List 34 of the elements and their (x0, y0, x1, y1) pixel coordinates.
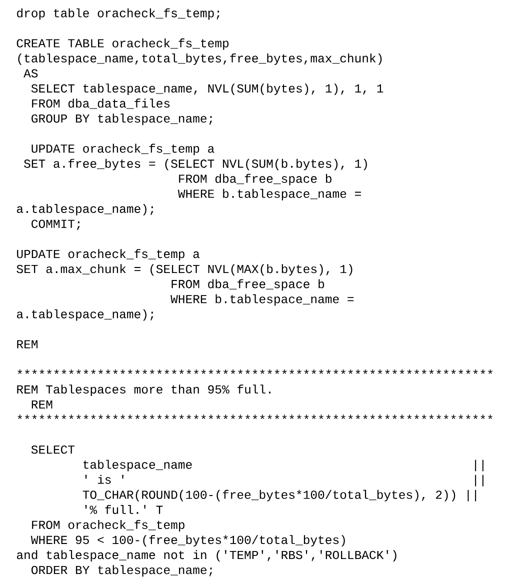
code-line: and tablespace_name not in ('TEMP','RBS','ROLLBACK') (16, 550, 396, 562)
code-line: SET a.free_bytes = (SELECT NVL(SUM(b.bytes), 1) (24, 158, 367, 170)
code-line: || (475, 474, 484, 486)
code-line: drop table oracheck_fs_temp; (17, 8, 220, 20)
code-line: FROM oracheck_fs_temp (32, 520, 184, 532)
code-line: a.tablespace_name); (16, 309, 154, 321)
code-line: WHERE b.tablespace_name = (178, 188, 361, 200)
code-line: FROM dba_free_space b (179, 174, 332, 186)
code-line: SET a.max_chunk = (SELECT NVL(MAX(b.bytes), 1) (16, 264, 352, 276)
code-line: FROM dba_data_files (32, 98, 170, 109)
code-line: UPDATE oracheck_fs_temp a (32, 144, 214, 156)
code-line: '% full.' T (85, 504, 163, 514)
code-line: tablespace_name (83, 460, 192, 472)
code-line: SELECT (31, 445, 75, 454)
code-line: AS (24, 69, 38, 78)
code-line: ORDER BY tablespace_name; (32, 565, 212, 577)
code-line: REM (17, 340, 38, 348)
separator-comment: ***************************************************************** (18, 370, 492, 374)
code-line: (tablespace_name,total_bytes,free_bytes,max_chunk) (18, 53, 382, 65)
code-line: a.tablespace_name); (16, 204, 154, 216)
code-line: FROM dba_free_space b (172, 279, 324, 291)
code-line: WHERE 95 < 100-(free_bytes*100/total_bytes) (30, 535, 345, 546)
code-line: CREATE TABLE oracheck_fs_temp (16, 38, 229, 50)
code-line: REM Tablespaces more than 95% full. (17, 384, 270, 396)
code-line: COMMIT; (32, 220, 80, 230)
code-line: TO_CHAR(ROUND(100-(free_bytes*100/total_bytes), 2)) || (82, 490, 476, 502)
code-line: SELECT tablespace_name, NVL(SUM(bytes), 1), 1, 1 (31, 84, 384, 95)
code-line: || (475, 460, 484, 472)
code-line: UPDATE oracheck_fs_temp a (17, 249, 200, 261)
code-line: ' is ' (85, 474, 124, 484)
code-line: GROUP BY tablespace_name; (32, 114, 212, 126)
code-line: WHERE b.tablespace_name = (170, 294, 354, 306)
code-line: REM (32, 400, 52, 408)
separator-comment: ***************************************************************** (18, 414, 492, 419)
